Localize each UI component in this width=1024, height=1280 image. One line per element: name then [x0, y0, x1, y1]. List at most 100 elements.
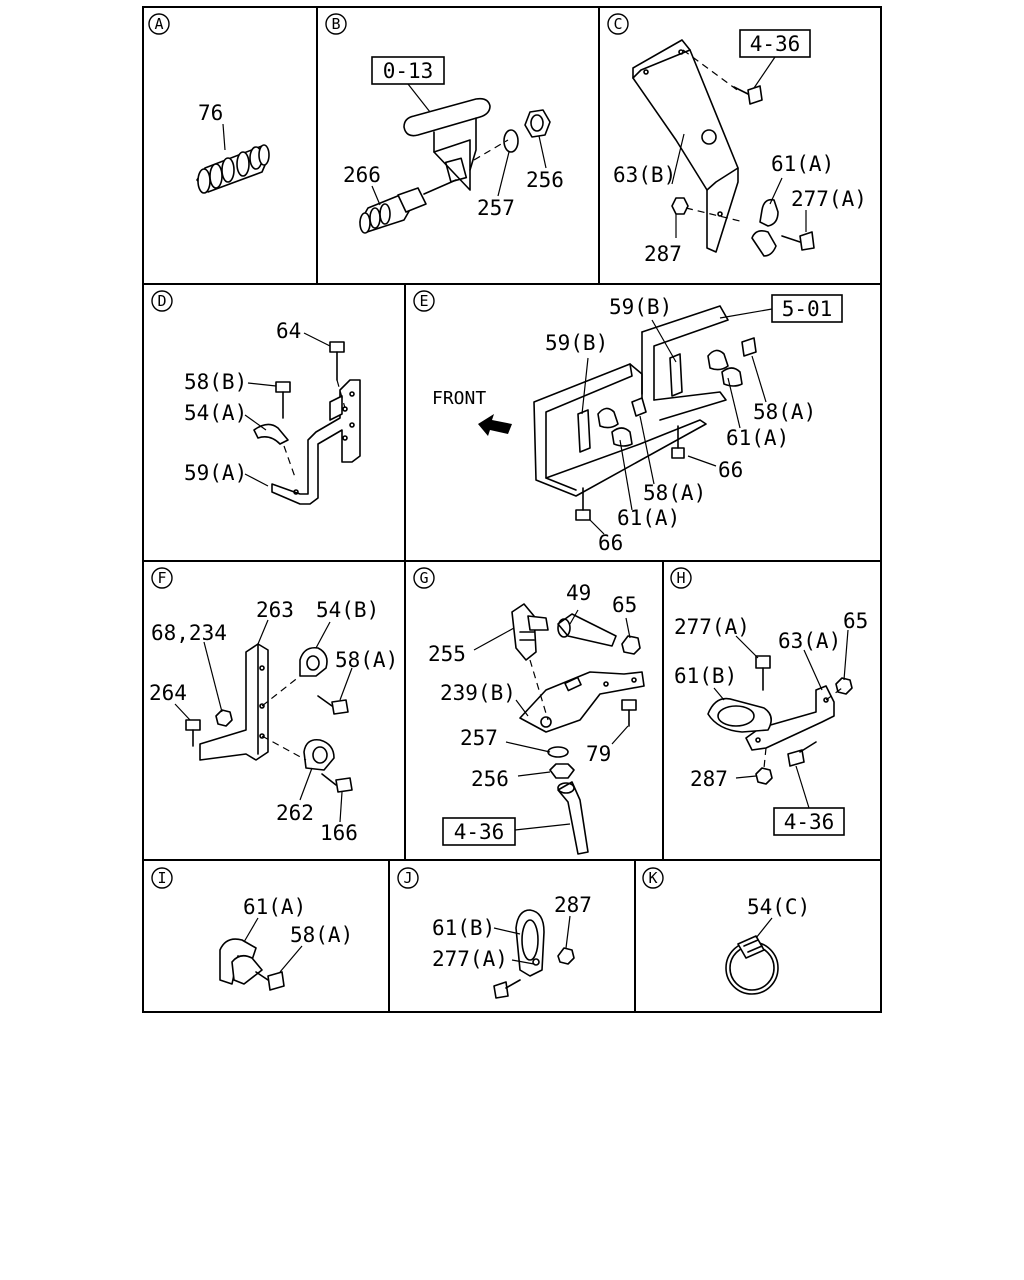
panel-d: D 64 58(B) 54(A) 59(A)	[151, 290, 361, 505]
svg-text:D: D	[157, 292, 166, 310]
callout-264: 264	[149, 681, 187, 705]
svg-text:J: J	[403, 869, 412, 887]
panel-f: F	[149, 567, 398, 845]
panel-k: K 54(C)	[642, 867, 810, 995]
bolt-264	[185, 719, 201, 747]
clip-61a	[219, 938, 263, 985]
callout-58a: 58(A)	[290, 923, 353, 947]
bolt-64	[329, 341, 345, 381]
callout-54c: 54(C)	[747, 895, 810, 919]
hose-joint-76	[196, 144, 270, 194]
bolt-58a	[255, 971, 285, 991]
callout-61a: 61(A)	[726, 426, 789, 450]
panel-badge: H	[670, 567, 692, 589]
hose-clamp-54c	[725, 935, 779, 995]
bolt-58b	[275, 381, 291, 419]
snap-ring-257	[547, 746, 569, 758]
clips-and-bolts	[575, 337, 757, 521]
bolt-79	[621, 699, 637, 727]
callout-287: 287	[690, 767, 728, 791]
callout-63a: 63(A)	[778, 629, 841, 653]
callout-58a: 58(A)	[753, 400, 816, 424]
panel-b: B 0-13 266 257 256	[325, 13, 564, 234]
ref-box-0-13: 0-13	[383, 59, 434, 83]
panel-g: G	[413, 567, 645, 855]
callout-256: 256	[526, 168, 564, 192]
callout-61a: 61(A)	[617, 506, 680, 530]
callout-277a: 277(A)	[791, 187, 867, 211]
panel-badge: K	[642, 867, 664, 889]
bracket	[271, 379, 361, 505]
bolt-277a	[781, 231, 815, 251]
callout-287: 287	[644, 242, 682, 266]
svg-text:E: E	[419, 292, 428, 310]
callout-65: 65	[843, 609, 868, 633]
ref-box-4-36: 4-36	[750, 32, 801, 56]
callout-59a: 59(A)	[184, 461, 247, 485]
callout-58a: 58(A)	[335, 648, 398, 672]
panel-badge: E	[413, 290, 435, 312]
callout-257: 257	[477, 196, 515, 220]
nut-256	[524, 109, 551, 138]
frame-member	[533, 305, 729, 497]
clip-54a	[253, 423, 289, 445]
nut-68-234	[215, 709, 233, 727]
bracket	[403, 97, 491, 191]
callout-63b: 63(B)	[613, 163, 676, 187]
bolt-4-36	[733, 85, 763, 105]
clip-262	[303, 738, 335, 771]
ref-box-4-36: 4-36	[784, 810, 835, 834]
bolt-166	[321, 773, 353, 793]
bracket-263	[199, 643, 269, 761]
front-arrow	[478, 414, 512, 436]
panel-j: J 287 61(B) 277(A)	[397, 867, 592, 999]
panel-badge: G	[413, 567, 435, 589]
svg-text:A: A	[154, 15, 163, 33]
bolt-4-36	[787, 741, 817, 767]
svg-text:F: F	[157, 569, 166, 587]
callout-61a: 61(A)	[243, 895, 306, 919]
callout-277a: 277(A)	[432, 947, 508, 971]
bolt-277a	[755, 655, 771, 691]
panel-badge: F	[151, 567, 173, 589]
callout-277a: 277(A)	[674, 615, 750, 639]
svg-text:H: H	[676, 569, 685, 587]
callout-49: 49	[566, 581, 591, 605]
svg-text:G: G	[419, 569, 428, 587]
nut-287	[671, 197, 689, 215]
ref-box-5-01: 5-01	[782, 297, 833, 321]
fitting-49	[557, 613, 617, 647]
panel-e: E 5-01 FRONT	[413, 290, 843, 555]
callout-59b: 59(B)	[609, 295, 672, 319]
panel-i: I 61(A) 58(A)	[151, 867, 353, 991]
clip-54b	[299, 646, 328, 677]
callout-66: 66	[718, 458, 743, 482]
callout-287: 287	[554, 893, 592, 917]
ref-box-4-36: 4-36	[454, 820, 505, 844]
callout-76: 76	[198, 101, 223, 125]
callout-262: 262	[276, 801, 314, 825]
panel-badge: C	[607, 13, 629, 35]
svg-text:K: K	[648, 869, 657, 887]
clip-61b	[707, 697, 772, 733]
nut-287	[557, 947, 575, 965]
panel-badge: D	[151, 290, 173, 312]
callout-58a: 58(A)	[643, 481, 706, 505]
callout-166: 166	[320, 821, 358, 845]
bracket-63b	[632, 39, 739, 253]
callout-58b: 58(B)	[184, 370, 247, 394]
callout-263: 263	[256, 598, 294, 622]
nut-65	[835, 677, 853, 695]
union-266	[359, 179, 457, 234]
callout-66: 66	[598, 531, 623, 555]
clip-61b	[515, 909, 545, 977]
callout-61b: 61(B)	[432, 916, 495, 940]
callout-61a: 61(A)	[771, 152, 834, 176]
callout-54a: 54(A)	[184, 401, 247, 425]
svg-text:C: C	[613, 15, 622, 33]
callout-68-234: 68,234	[151, 621, 227, 645]
union-255	[511, 603, 549, 661]
svg-text:B: B	[331, 15, 340, 33]
nut-256	[549, 763, 575, 779]
